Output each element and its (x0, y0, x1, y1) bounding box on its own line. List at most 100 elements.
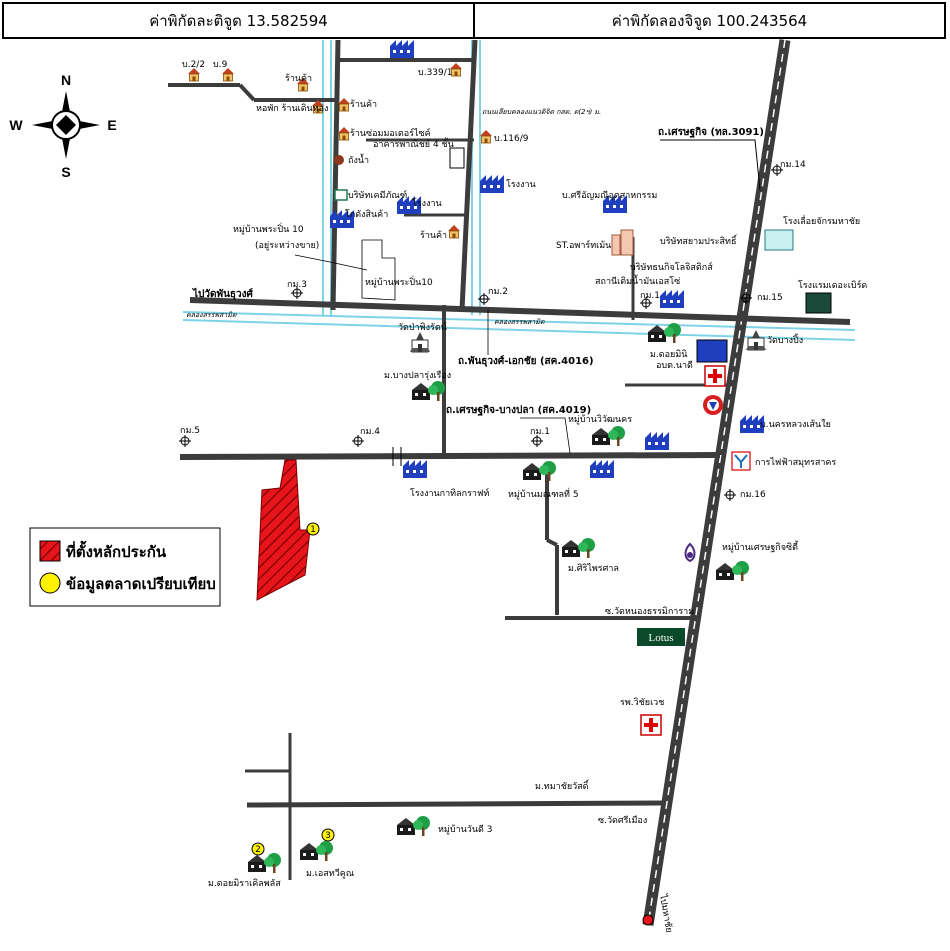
four-storey-icon (449, 147, 465, 169)
svg-text:ร้านค้า: ร้านค้า (285, 73, 312, 84)
longitude-label: ค่าพิกัดลองจิจูด 100.243564 (473, 4, 944, 37)
svg-text:ม.ดอยมินิ: ม.ดอยมินิ (650, 349, 687, 360)
collateral-parcel[interactable] (256, 459, 311, 601)
svg-text:หมู่บ้านเศรษฐกิจซิตี้: หมู่บ้านเศรษฐกิจซิตี้ (722, 540, 799, 553)
hospital-icon (704, 365, 726, 387)
km14-label: กม.14 (780, 160, 806, 170)
village-10-plot (361, 239, 396, 301)
svg-text:โรงแรมเดอะเบิร์ด: โรงแรมเดอะเบิร์ด (798, 279, 867, 291)
compass-south: S (61, 164, 70, 180)
school-icon (696, 339, 728, 363)
svg-text:ถังน้ำ: ถังน้ำ (348, 153, 369, 166)
gas-station-icon (703, 395, 723, 415)
main-highway-label: ถ.เศรษฐกิจ (ทล.3091) (658, 126, 764, 138)
svg-text:ไปมหาชัย: ไปมหาชัย (657, 893, 675, 934)
svg-text:โรงเลื่อยจักรมหาชัย: โรงเลื่อยจักรมหาชัย (783, 214, 860, 227)
temple-icon (409, 331, 431, 353)
compass-west: W (9, 117, 23, 133)
svg-text:วัดบางปิ้ง: วัดบางปิ้ง (767, 333, 803, 346)
svg-text:กม.1: กม.1 (640, 291, 660, 301)
svg-text:บริษัทธนกิจโลจิสติกส์: บริษัทธนกิจโลจิสติกส์ (630, 261, 713, 273)
hotel-icon (805, 292, 832, 314)
svg-text:กม.1: กม.1 (530, 427, 550, 437)
svg-text:อาคารพาณิชย์ 4 ชั้น: อาคารพาณิชย์ 4 ชั้น (373, 137, 454, 150)
svg-text:ม.เอสทวีคูณ: ม.เอสทวีคูณ (306, 868, 354, 879)
compass-rose-icon: N S W E (9, 72, 116, 180)
svg-text:1: 1 (310, 525, 316, 535)
comparable-marker-1[interactable]: 1 (306, 522, 320, 536)
svg-text:บริษัทเคมีภัณฑ์: บริษัทเคมีภัณฑ์ (348, 189, 407, 201)
svg-text:สถานีเติมน้ำมันเอสโซ่: สถานีเติมน้ำมันเอสโซ่ (595, 274, 680, 287)
coordinate-header: ค่าพิกัดละติจูด 13.582594 ค่าพิกัดลองจิจ… (2, 2, 946, 39)
svg-text:กม.4: กม.4 (360, 427, 380, 437)
svg-text:ม.ดอยมิราเคิลพลัส: ม.ดอยมิราเคิลพลัส (208, 878, 281, 889)
svg-text:วัดป่าพิงรัตน์: วัดป่าพิงรัตน์ (398, 321, 447, 333)
svg-text:หมู่บ้านวันดี 3: หมู่บ้านวันดี 3 (438, 824, 492, 835)
lotus-logo: Lotus (637, 628, 685, 646)
hospital-icon (640, 714, 662, 736)
svg-text:หมู่บ้านวิวัฒนคร: หมู่บ้านวิวัฒนคร (568, 414, 632, 425)
km16-label: กม.16 (740, 490, 766, 500)
compass-east: E (107, 117, 116, 133)
legend-comparable-label: ข้อมูลตลาดเปรียบเทียบ (66, 575, 216, 594)
svg-text:บ.116/9: บ.116/9 (494, 134, 529, 144)
svg-text:ซ.วัดศรีเมือง: ซ.วัดศรีเมือง (598, 815, 647, 826)
svg-text:ถ.พันธุวงศ์-เอกชัย (สค.4016): ถ.พันธุวงศ์-เอกชัย (สค.4016) (458, 355, 594, 367)
compass-north: N (61, 72, 71, 88)
svg-text:(อยู่ระหว่างขาย): (อยู่ระหว่างขาย) (255, 241, 319, 251)
map-legend: ที่ตั้งหลักประกัน ข้อมูลตลาดเปรียบเทียบ (29, 527, 221, 607)
svg-text:บ.ศรีอัญมณีอุตสาหกรรม: บ.ศรีอัญมณีอุตสาหกรรม (562, 190, 657, 201)
svg-text:ม.ทมาชัยวัสดิ์: ม.ทมาชัยวัสดิ์ (535, 779, 590, 792)
electricity-icon (731, 451, 751, 471)
legend-collateral-label: ที่ตั้งหลักประกัน (66, 540, 167, 561)
canals (182, 40, 856, 341)
comparable-marker-2[interactable]: 2 (251, 842, 265, 856)
svg-text:ST.อพาร์ทเม้น: ST.อพาร์ทเม้น (556, 239, 611, 251)
svg-text:ร้านค้า: ร้านค้า (350, 99, 377, 110)
svg-text:กม.2: กม.2 (488, 287, 508, 297)
svg-text:ม.บางปลารุ่งเรือง: ม.บางปลารุ่งเรือง (384, 370, 451, 381)
svg-text:3: 3 (325, 831, 331, 841)
svg-text:บ.9: บ.9 (213, 60, 228, 70)
svg-text:โรงงาน: โรงงาน (506, 179, 536, 190)
svg-text:โรงงานกาทิลกราฟท์: โรงงานกาทิลกราฟท์ (410, 487, 489, 499)
svg-text:โรงงาน: โรงงาน (412, 198, 442, 209)
comparable-marker-3[interactable]: 3 (321, 828, 335, 842)
svg-text:2: 2 (255, 845, 261, 855)
svg-text:ถ.เศรษฐกิจ-บางปลา (สค.4019): ถ.เศรษฐกิจ-บางปลา (สค.4019) (446, 404, 591, 416)
sawmill-icon (764, 229, 794, 251)
map-labels: กม.14 กม.15 กม.16 กม.1 กม.2 กม.3 กม.4 กม… (180, 60, 867, 933)
svg-text:Lotus: Lotus (648, 632, 673, 644)
svg-text:คลองสรรพสามิต: คลองสรรพสามิต (186, 311, 237, 319)
svg-text:อบต.นาดี: อบต.นาดี (656, 360, 693, 371)
house-icons (187, 62, 493, 239)
chemical-co-icon (334, 189, 348, 201)
svg-text:หมู่บ้านมณฑลที่ 5: หมู่บ้านมณฑลที่ 5 (508, 487, 579, 500)
svg-text:ไปวัดพันธุวงศ์: ไปวัดพันธุวงศ์ (192, 287, 254, 300)
legend-collateral-swatch (39, 540, 61, 562)
highway-end-marker (642, 914, 654, 926)
svg-text:โกดังสินค้า: โกดังสินค้า (345, 209, 388, 220)
svg-text:ซ.วัดหนองธรรมิการาม: ซ.วัดหนองธรรมิการาม (605, 606, 694, 617)
svg-text:การไฟฟ้าสมุทรสาคร: การไฟฟ้าสมุทรสาคร (755, 457, 836, 468)
bank-icon (684, 542, 696, 563)
svg-text:ม.ศิริไพรศาล: ม.ศิริไพรศาล (568, 563, 619, 574)
svg-text:ร้านซ่อมมอเตอร์ไซค์: ร้านซ่อมมอเตอร์ไซค์ (350, 127, 431, 139)
svg-text:บ.นครหลวงเส้นใย: บ.นครหลวงเส้นใย (760, 419, 831, 430)
legend-comparable-swatch (39, 572, 61, 594)
svg-text:กม.5: กม.5 (180, 426, 200, 436)
svg-text:รพ.วิชัยเวช: รพ.วิชัยเวช (620, 697, 664, 708)
water-tower-icon (334, 155, 344, 165)
latitude-label: ค่าพิกัดละติจูด 13.582594 (149, 11, 328, 30)
svg-text:คลองสรรพสามิต: คลองสรรพสามิต (494, 318, 545, 326)
temple-icon (745, 329, 767, 351)
svg-text:หมู่บ้านพระปิ่น 10: หมู่บ้านพระปิ่น 10 (233, 222, 304, 235)
svg-text:ถนนเลียบคลองแนวดิจิต กสต. ต(2ฯ: ถนนเลียบคลองแนวดิจิต กสต. ต(2ฯ) ม. (482, 108, 601, 116)
svg-text:หอพัก ร้านเดินทอง: หอพัก ร้านเดินทอง (256, 103, 328, 114)
svg-text:ร้านค้า: ร้านค้า (420, 230, 447, 241)
svg-text:กม.3: กม.3 (287, 280, 307, 290)
apartment-icon (611, 234, 621, 256)
road-network (168, 39, 851, 926)
svg-text:บ.2/2: บ.2/2 (182, 60, 205, 70)
